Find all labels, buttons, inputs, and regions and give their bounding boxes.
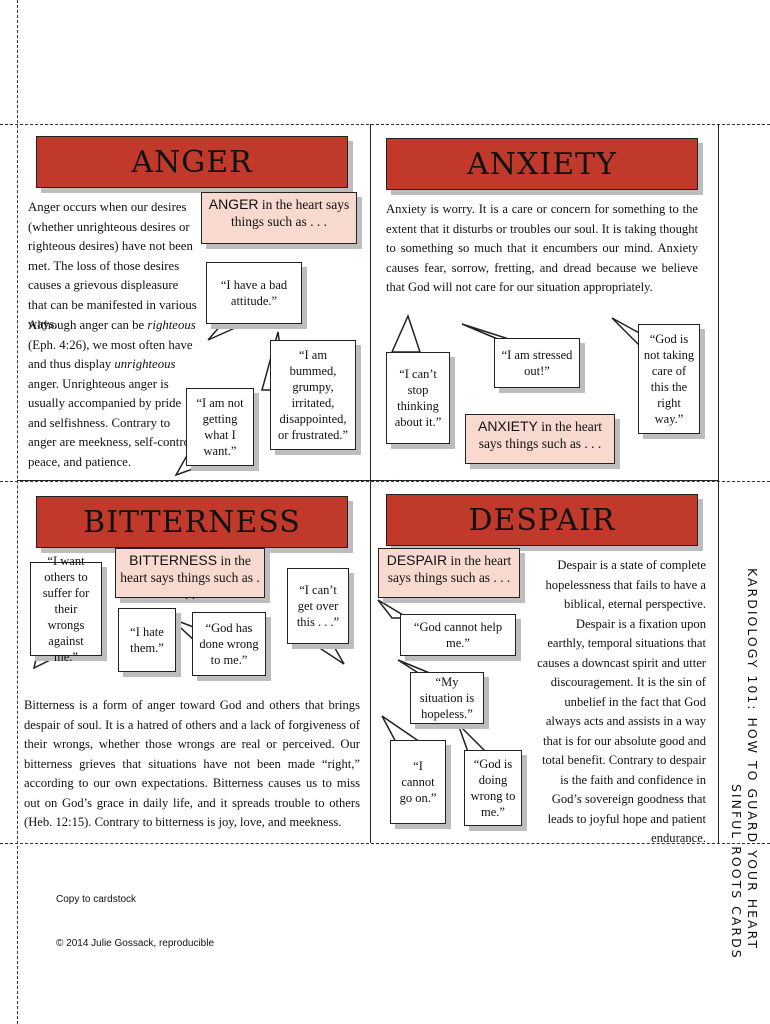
anxiety-quote-bubble-3: “God is not taking care of this the righ… <box>638 324 700 434</box>
anger-heart-label: ANGER in the heart says things such as .… <box>201 192 357 244</box>
tail-anxiety-1 <box>390 313 422 353</box>
side-title-line-2: SINFUL ROOTS CARDS <box>729 784 744 960</box>
tail-bitterness-3 <box>309 642 345 665</box>
anger-paragraph-2e: anger. Unrighteous anger is usually acco… <box>28 376 197 469</box>
bitterness-quote-1: “I want others to suffer for their wrong… <box>42 554 90 664</box>
bitterness-quote-2: “I hate them.” <box>130 625 164 655</box>
anxiety-quote-1: “I can’t stop thinking about it.” <box>394 367 442 429</box>
anxiety-heart-label: ANXIETY in the heart says things such as… <box>465 414 615 464</box>
despair-quote-3: “I cannot go on.” <box>399 759 437 805</box>
bitterness-quote-bubble-1: “I want others to suffer for their wrong… <box>30 554 102 664</box>
bitterness-paragraph-text: Bitterness is a form of anger toward God… <box>24 698 360 829</box>
anger-paragraph-2d: unrighteous <box>114 357 176 371</box>
anxiety-quote-3: “God is not taking care of this the righ… <box>643 332 695 426</box>
despair-quote-bubble-1: “God cannot help me.” <box>400 614 516 656</box>
despair-paragraph-text: Despair is a state of complete hopelessn… <box>537 558 706 845</box>
cut-line-left <box>17 0 18 1024</box>
anxiety-quote-bubble-2: “I am stressed out!” <box>494 338 580 388</box>
cut-line-middle <box>0 481 770 482</box>
anxiety-title: ANXIETY <box>467 146 617 182</box>
anger-quote-1: “I have a bad attitude.” <box>220 278 288 308</box>
despair-quote-1: “God cannot help me.” <box>413 620 503 650</box>
anger-paragraph-1: Anger occurs when our desires (whether u… <box>28 200 197 331</box>
anger-paragraph-2c: (Eph. 4:26), we most often have and thus… <box>28 337 193 372</box>
anger-quote-bubble-3: “I am not getting what I want.” <box>186 388 254 466</box>
anger-title: ANGER <box>131 144 253 180</box>
bitterness-quote-bubble-2: “I hate them.” <box>118 608 176 672</box>
anger-paragraph-2b: righteous <box>147 318 196 332</box>
anger-paragraph-2a: Although anger can be <box>28 318 148 332</box>
card-divider-vertical <box>370 124 371 843</box>
bitterness-heart-label-text: in the heart says things such as . . . <box>120 553 260 602</box>
card-border-right <box>718 124 719 843</box>
cut-line-bottom <box>0 843 770 844</box>
anger-quote-3: “I am not getting what I want.” <box>196 396 244 458</box>
bitterness-heart-label: BITTERNESS in the heart says things such… <box>115 548 265 602</box>
anxiety-paragraph: Anxiety is worry. It is a care or concer… <box>386 200 698 298</box>
anger-banner: ANGER <box>36 136 348 188</box>
bitterness-banner: BITTERNESS <box>36 496 348 548</box>
anger-paragraph-second: Although anger can be righteous (Eph. 4:… <box>28 316 200 472</box>
bitterness-paragraph: Bitterness is a form of anger toward God… <box>24 696 360 833</box>
despair-title: DESPAIR <box>468 502 616 538</box>
bitterness-title: BITTERNESS <box>83 504 301 540</box>
anger-quote-bubble-2: “I am bummed, grumpy, irritated, disappo… <box>270 340 356 450</box>
despair-heart-label: DESPAIR in the heart says things such as… <box>378 548 520 598</box>
anger-quote-bubble-1: “I have a bad attitude.” <box>206 262 302 324</box>
despair-heart-label-text: in the heart says things such as . . . <box>387 553 512 585</box>
anxiety-quote-bubble-1: “I can’t stop thinking about it.” <box>386 352 450 444</box>
side-subtitle: SINFUL ROOTS CARDS <box>729 784 744 960</box>
tail-anger-1 <box>207 323 245 341</box>
bitterness-quote-bubble-4: “I can’t get over this . . .” <box>287 568 349 644</box>
anxiety-heart-label-bold: ANXIETY <box>477 418 538 434</box>
anxiety-heart-label-text: in the heart says things such as . . . <box>478 419 602 451</box>
bitterness-heart-label-bold: BITTERNESS <box>129 552 218 568</box>
despair-banner: DESPAIR <box>386 494 698 546</box>
footer-copyright: © 2014 Julie Gossack, reproducible <box>56 938 215 949</box>
bitterness-quote-3: “God has done wrong to me.” <box>199 621 259 667</box>
side-title-line-1: KARDIOLOGY 101: HOW TO GUARD YOUR HEART <box>745 568 760 950</box>
anger-quote-2: “I am bummed, grumpy, irritated, disappo… <box>277 348 349 442</box>
side-title: KARDIOLOGY 101: HOW TO GUARD YOUR HEART <box>745 568 760 950</box>
despair-quote-2: “My situation is hopeless.” <box>419 675 475 721</box>
anger-paragraph: Anger occurs when our desires (whether u… <box>28 198 200 335</box>
cut-line-top <box>0 124 770 125</box>
anger-heart-label-bold: ANGER <box>208 196 259 212</box>
anxiety-paragraph-text: Anxiety is worry. It is a care or concer… <box>386 202 698 294</box>
despair-quote-4: “God is doing wrong to me.” <box>470 757 516 819</box>
anxiety-quote-2: “I am stressed out!” <box>501 348 573 378</box>
bitterness-quote-4: “I can’t get over this . . .” <box>296 583 340 629</box>
despair-quote-bubble-3: “I cannot go on.” <box>390 740 446 824</box>
despair-quote-bubble-4: “God is doing wrong to me.” <box>464 750 522 826</box>
tail-despair-4 <box>457 723 488 753</box>
despair-quote-bubble-2: “My situation is hopeless.” <box>410 672 484 724</box>
anxiety-banner: ANXIETY <box>386 138 698 190</box>
despair-heart-label-bold: DESPAIR <box>386 552 448 568</box>
bitterness-quote-bubble-3: “God has done wrong to me.” <box>192 612 266 676</box>
despair-paragraph: Despair is a state of complete hopelessn… <box>536 556 706 849</box>
footer-instruction: Copy to cardstock <box>56 894 137 905</box>
anger-heart-label-text: in the heart says things such as . . . <box>231 197 350 229</box>
card-divider-horizontal <box>17 480 718 481</box>
